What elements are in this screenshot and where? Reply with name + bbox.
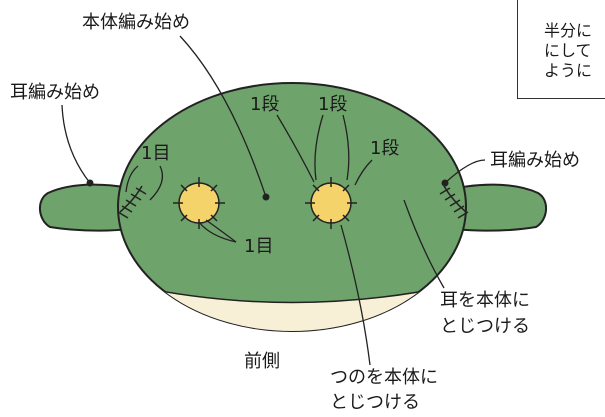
label-ear-start-left: 耳編み始め <box>10 82 100 103</box>
label-stitch-1-ear: 1目 <box>141 143 171 164</box>
label-row-1-a: 1段 <box>250 94 280 115</box>
label-stitch-1-horn: 1目 <box>244 236 274 257</box>
label-front: 前側 <box>244 351 280 372</box>
label-row-1-c: 1段 <box>370 138 400 159</box>
leader-lines <box>61 35 486 366</box>
left-ear-stitches <box>117 185 147 219</box>
note-line-1: 半分に <box>544 21 593 40</box>
label-body-start: 本体編み始め <box>82 12 190 33</box>
right-ear-stitches <box>439 185 469 219</box>
note-line-3: ように <box>544 61 593 80</box>
right-horn <box>305 177 357 229</box>
label-row-1-b: 1段 <box>318 94 348 115</box>
label-attach-horns-1: つのを本体に <box>330 367 438 388</box>
label-attach-ears-1: 耳を本体に <box>440 290 530 311</box>
left-horn <box>173 177 225 229</box>
note-box: 半分に にして ように <box>517 0 605 99</box>
label-attach-horns-2: とじつける <box>330 392 420 413</box>
label-attach-ears-2: とじつける <box>440 316 530 337</box>
note-line-2: にして <box>544 41 592 60</box>
label-ear-start-right: 耳編み始め <box>490 150 580 171</box>
